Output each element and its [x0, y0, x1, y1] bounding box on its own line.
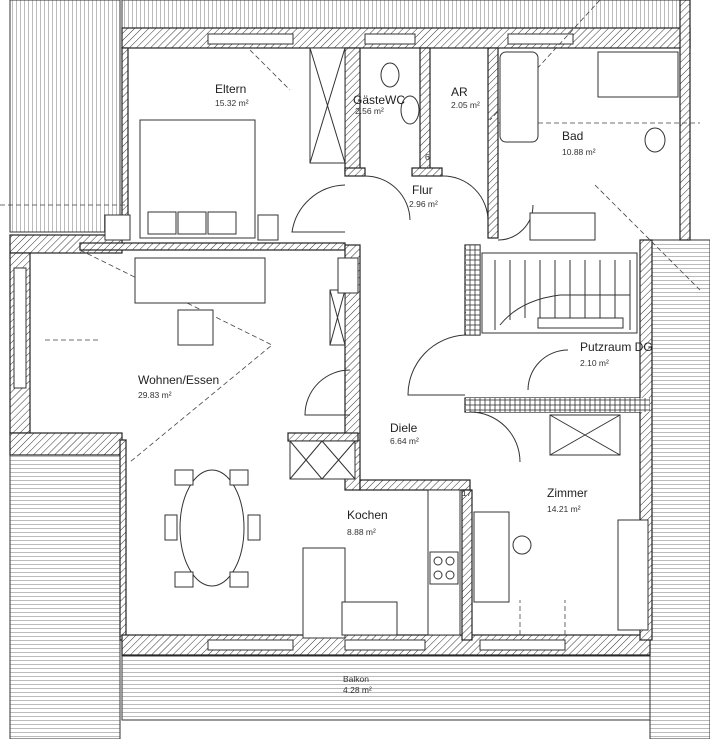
room-area-gaestewc: 2.56 m² [355, 106, 384, 116]
furniture [104, 47, 679, 639]
room-area-zimmer: 14.21 m² [547, 504, 581, 514]
toilet [380, 62, 400, 88]
room-area-wohnen: 29.83 m² [138, 390, 172, 400]
room-name-eltern: Eltern [215, 82, 246, 96]
stove [429, 551, 459, 585]
room-area-ar: 2.05 m² [451, 100, 480, 110]
room-name-diele: Diele [390, 421, 418, 435]
room-labels: Eltern 15.32 m² GästeWC 2.56 m² AR 2.05 … [138, 82, 653, 695]
bad-toilet [644, 127, 666, 153]
desk [473, 511, 510, 603]
room-area-eltern: 15.32 m² [215, 98, 249, 108]
shower [597, 51, 679, 98]
doors [45, 49, 569, 635]
windows [13, 33, 574, 651]
sink [341, 601, 398, 636]
chair [512, 535, 532, 555]
washbasin [400, 95, 420, 125]
room-area-putzraum: 2.10 m² [580, 358, 609, 368]
room-name-balkon: Balkon [343, 674, 369, 684]
room-name-bad: Bad [562, 129, 583, 143]
room-area-flur: 2.96 m² [409, 199, 438, 209]
room-name-wohnen: Wohnen/Essen [138, 373, 219, 387]
room-area-diele: 6.64 m² [390, 436, 419, 446]
zimmer-bed [617, 519, 649, 631]
room-area-balkon: 4.28 m² [343, 685, 372, 695]
room-name-putzraum: Putzraum DG [580, 340, 653, 354]
room-name-zimmer: Zimmer [547, 486, 588, 500]
room-area-kochen: 8.88 m² [347, 527, 376, 537]
double-sink [529, 212, 596, 241]
fridge [302, 547, 346, 639]
room-name-gaestewc: GästeWC [353, 93, 405, 107]
coffee-table [177, 309, 214, 346]
sofa [134, 257, 266, 304]
room-name-kochen: Kochen [347, 508, 388, 522]
dimension-kitchen-wall: 17 [462, 488, 472, 498]
dining-table [179, 469, 245, 587]
room-name-flur: Flur [412, 183, 433, 197]
room-area-bad: 10.88 m² [562, 147, 596, 157]
room-name-ar: AR [451, 85, 468, 99]
roof-hatching [9, 0, 710, 739]
dimension-flur-wall: 6 [425, 152, 430, 162]
bathtub [499, 51, 539, 143]
